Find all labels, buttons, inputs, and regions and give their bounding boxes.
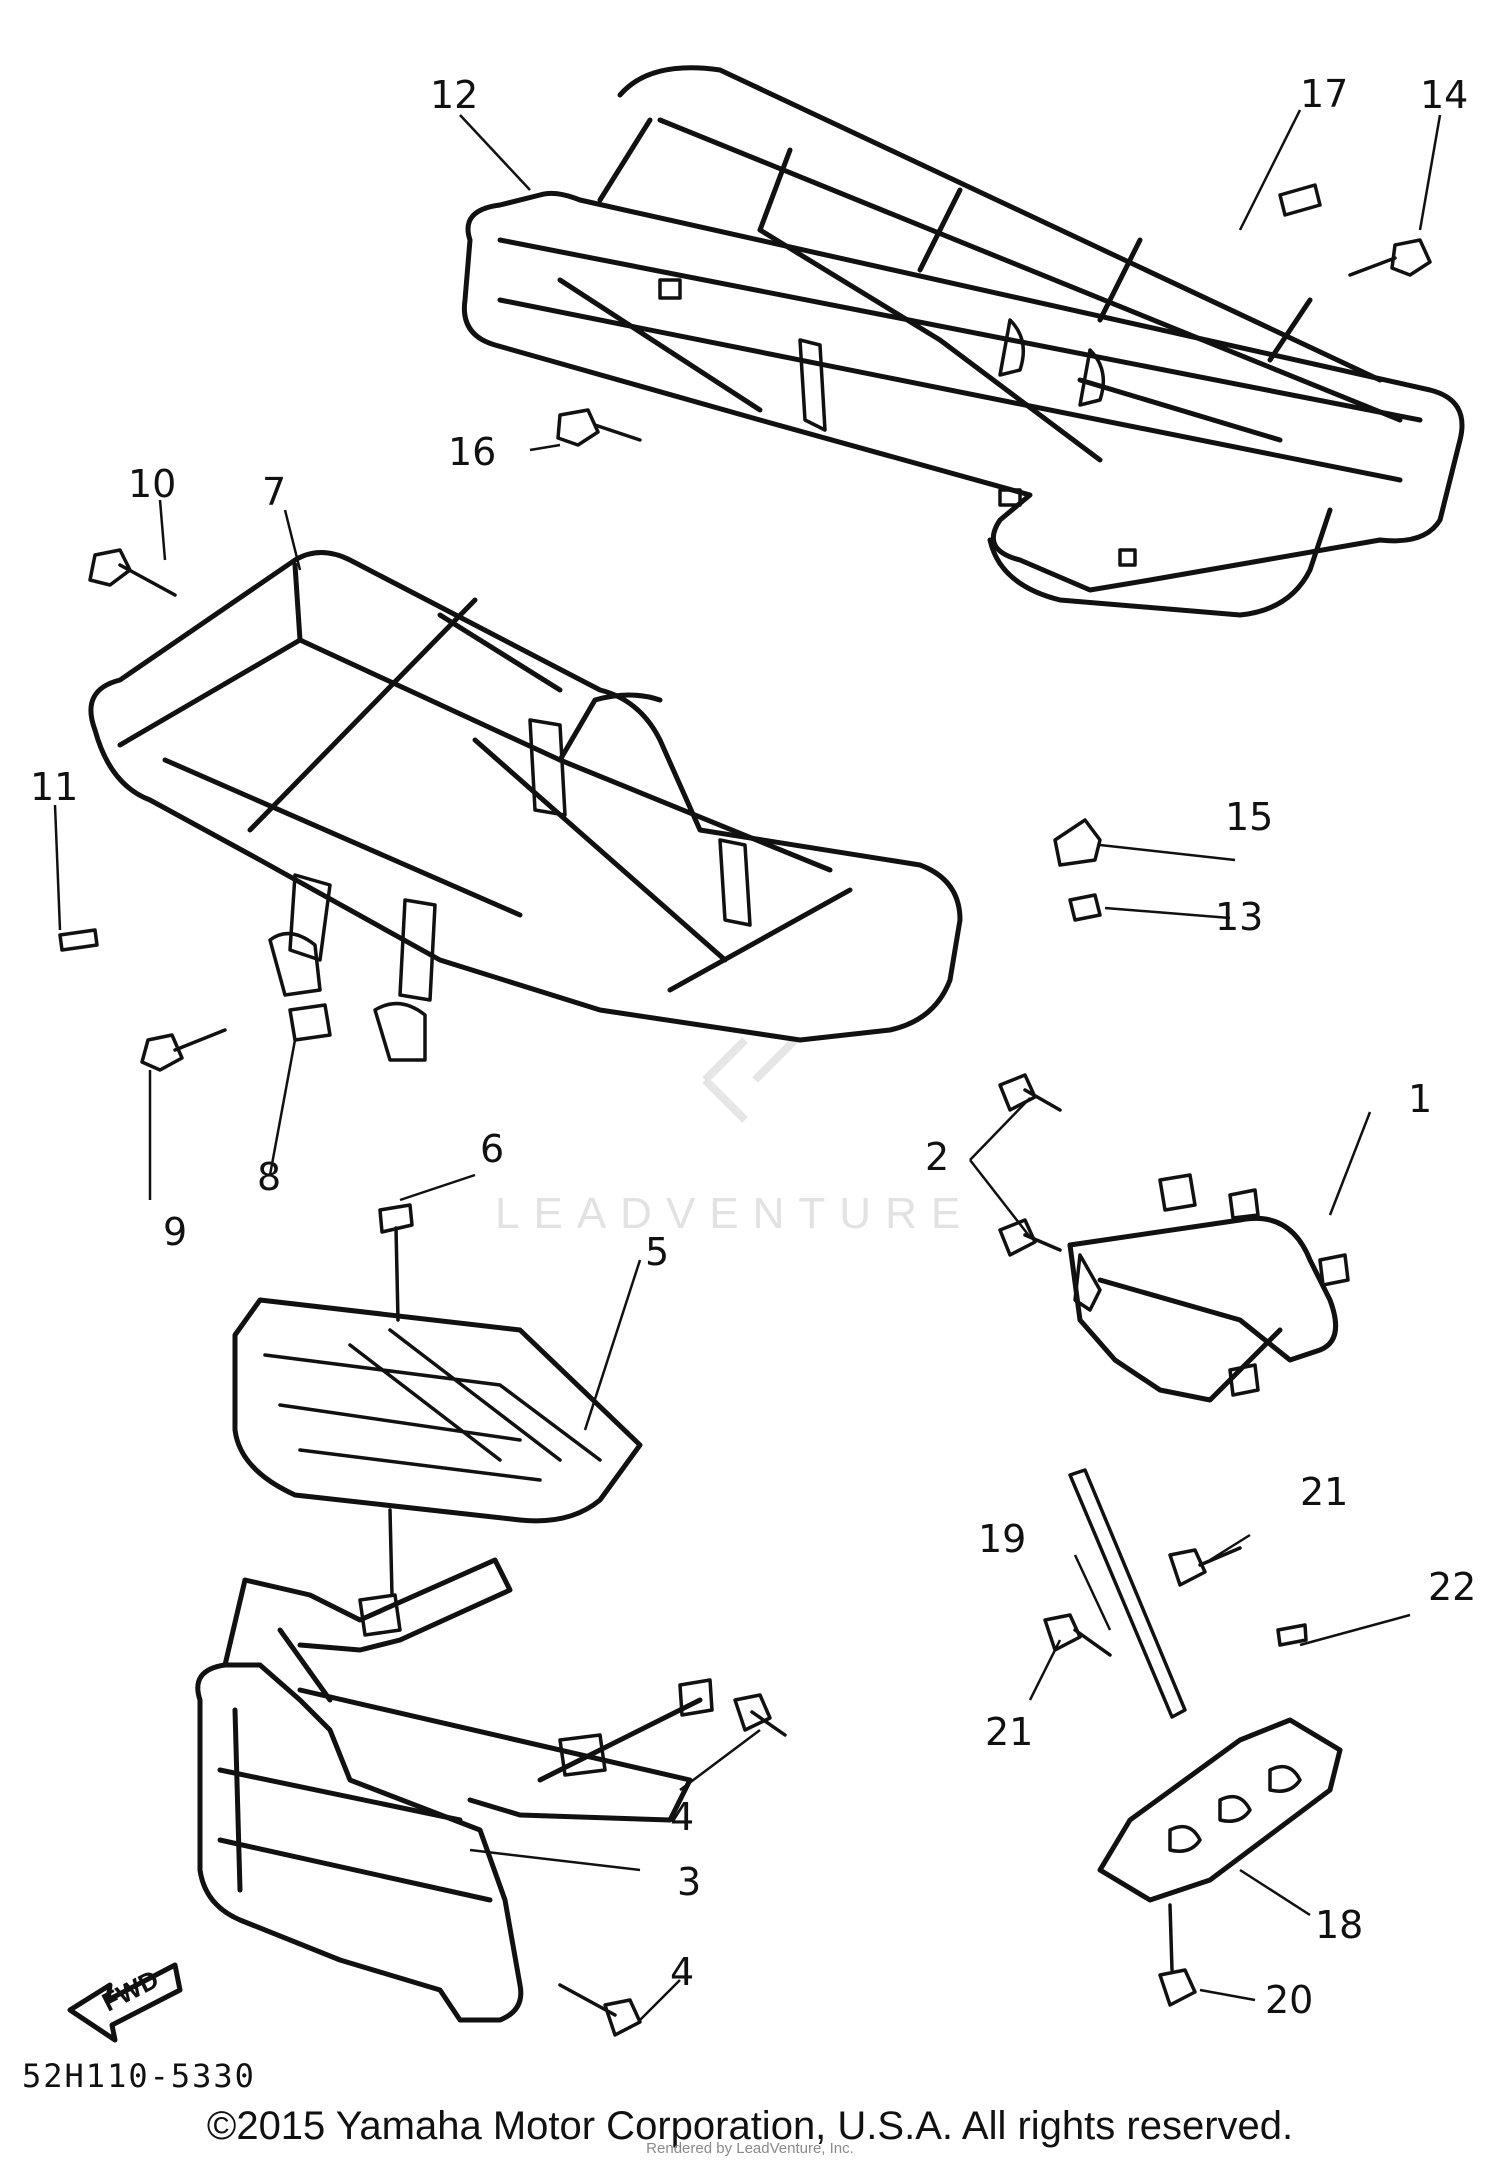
label-22-icon — [1276, 1623, 1308, 1647]
callout-9: 9 — [163, 1210, 187, 1254]
bolt-14-icon — [1348, 238, 1432, 277]
callout-11: 11 — [30, 765, 78, 809]
leader-lines — [53, 109, 1442, 2021]
callout-5: 5 — [645, 1230, 669, 1274]
copyright-notice: ©2015 Yamaha Motor Corporation, U.S.A. A… — [206, 2104, 1294, 2148]
label-17-icon — [1278, 183, 1322, 217]
callout-15: 15 — [1225, 795, 1273, 839]
callout-16: 16 — [448, 430, 496, 474]
rod-19-icon — [1068, 1468, 1187, 1719]
rendered-by-note: Rendered by LeadVenture, Inc. — [646, 2140, 854, 2157]
callout-22: 22 — [1428, 1565, 1476, 1609]
callout-14: 14 — [1420, 73, 1468, 117]
bolt-21-icons — [1043, 1546, 1242, 1657]
screw-6-icon — [378, 1203, 414, 1322]
callout-21b: 21 — [985, 1710, 1033, 1754]
bolt-4a-icon — [733, 1693, 787, 1737]
callout-21a: 21 — [1300, 1470, 1348, 1514]
bolt-20-icon — [1158, 1903, 1197, 2007]
watermark-text: LEADVENTURE — [495, 1189, 974, 1238]
callout-labels: 1 2 3 4 4 5 6 7 8 9 10 11 12 13 14 15 16… — [30, 72, 1476, 2022]
bolt-9-icon — [140, 1028, 227, 1072]
label-11-icon — [58, 928, 99, 952]
callout-13: 13 — [1215, 895, 1263, 939]
callout-2: 2 — [925, 1135, 949, 1179]
collar-13-icon — [1068, 893, 1102, 922]
bracket-15-icon — [1053, 818, 1102, 867]
callout-20: 20 — [1265, 1978, 1313, 2022]
front-carrier-part-7 — [88, 550, 963, 1062]
bracket-part-1 — [998, 1073, 1350, 1403]
callout-17: 17 — [1300, 72, 1348, 116]
hardware-parts — [58, 183, 1432, 1647]
callout-7: 7 — [262, 470, 286, 514]
leader-tray-to-guard — [388, 1508, 394, 1597]
callout-8: 8 — [257, 1155, 281, 1199]
callout-18: 18 — [1315, 1903, 1363, 1947]
callout-10: 10 — [128, 462, 176, 506]
rear-carrier-part-12 — [461, 65, 1465, 618]
leadventure-watermark: LEADVENTURE — [495, 1037, 974, 1238]
fwd-arrow-icon: FWD — [67, 1962, 183, 2043]
bolt-16-icon — [556, 408, 642, 447]
collar-8-icon — [288, 1003, 332, 1042]
callout-1: 1 — [1408, 1077, 1432, 1121]
front-guard-part-3 — [195, 1508, 787, 2037]
callout-4b: 4 — [670, 1950, 694, 1994]
step-assembly-part-18 — [1043, 1468, 1343, 2007]
tray-part-5 — [232, 1203, 643, 1524]
fwd-label: FWD — [97, 1964, 163, 2018]
watermark-mark-icon — [702, 1037, 798, 1123]
callout-6: 6 — [480, 1127, 504, 1171]
bolt-10-icon — [88, 548, 177, 597]
part-code: 52H110-5330 — [22, 2057, 256, 2095]
callout-19: 19 — [978, 1517, 1026, 1561]
callout-3: 3 — [677, 1860, 701, 1904]
callout-12: 12 — [430, 73, 478, 117]
callout-4a: 4 — [670, 1795, 694, 1839]
bolt-4b-icon — [558, 1983, 642, 2037]
